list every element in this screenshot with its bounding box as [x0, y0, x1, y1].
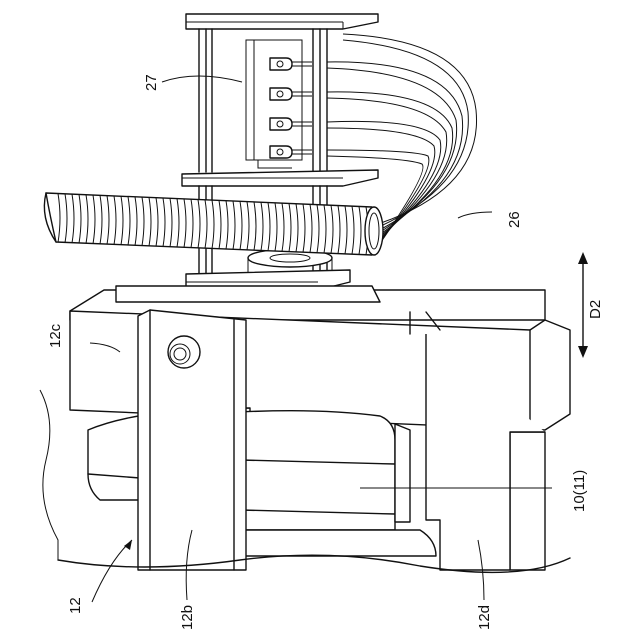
corrugated-conduit — [46, 193, 383, 255]
label-assembly: 12 — [67, 597, 84, 614]
label-front-plate: 12b — [179, 605, 196, 630]
label-cable-bundle: 26 — [506, 211, 523, 228]
label-direction: D2 — [587, 300, 604, 319]
label-side-plate: 12d — [476, 605, 493, 630]
label-top-plate: 12c — [47, 323, 64, 348]
label-connector-block: 27 — [143, 74, 160, 91]
label-coil: 10(11) — [571, 470, 588, 512]
